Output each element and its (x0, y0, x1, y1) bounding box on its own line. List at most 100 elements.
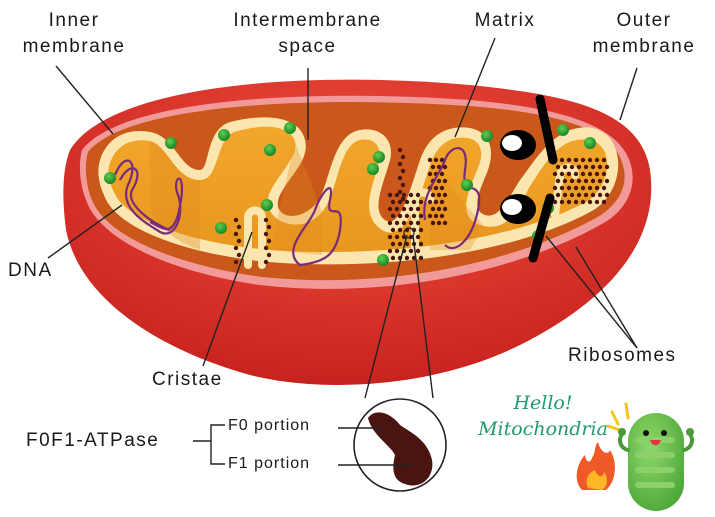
atp-particle (552, 199, 558, 205)
atp-particle (436, 220, 442, 226)
atp-particle (442, 178, 448, 184)
atp-particle (415, 192, 421, 198)
atp-particle (580, 199, 586, 205)
fire-icon (576, 442, 615, 490)
atp-particle (415, 206, 421, 212)
atp-particle (597, 178, 603, 184)
mitochondria-mascot (576, 402, 694, 511)
atp-particle (415, 220, 421, 226)
atp-particle (604, 164, 610, 170)
atp-particle (263, 231, 269, 237)
atp-particle (569, 192, 575, 198)
atp-particle (583, 164, 589, 170)
atp-particle (404, 241, 410, 247)
atp-particle (427, 157, 433, 163)
atp-particle (394, 220, 400, 226)
inner-membrane (98, 117, 619, 265)
granule (373, 151, 385, 163)
atp-particle (594, 199, 600, 205)
granule (261, 199, 273, 211)
atpase-origin-marker (403, 227, 415, 239)
atp-particle (601, 171, 607, 177)
atp-particle (559, 185, 565, 191)
atp-particle (427, 199, 433, 205)
atp-particle (415, 248, 421, 254)
label-inner-membrane-line1: Inner (48, 10, 100, 31)
atp-particle (404, 199, 410, 205)
atp-particle (404, 213, 410, 219)
atp-particle (427, 213, 433, 219)
label-inner-membrane: Inner membrane (4, 8, 144, 60)
atp-particle (594, 185, 600, 191)
atp-particle (263, 217, 269, 223)
atp-particle (263, 259, 269, 265)
atp-particle (430, 206, 436, 212)
atp-particle (397, 161, 403, 167)
atp-particle (433, 185, 439, 191)
atp-particle (555, 178, 561, 184)
atp-particle (427, 171, 433, 177)
atp-particle (594, 171, 600, 177)
atp-particle (587, 199, 593, 205)
atp-particle (387, 220, 393, 226)
atp-particle (569, 178, 575, 184)
granule (264, 144, 276, 156)
atp-particle (442, 164, 448, 170)
label-outer-membrane-line1: Outer (616, 10, 672, 31)
atp-particle (387, 234, 393, 240)
atp-particle (436, 192, 442, 198)
atp-particle (390, 255, 396, 261)
label-inner-membrane-line2: membrane (22, 36, 126, 57)
atp-particle (236, 252, 242, 258)
label-ribosomes: Ribosomes (568, 345, 677, 366)
atp-particle (439, 171, 445, 177)
atp-particle (233, 231, 239, 237)
atp-particle (266, 224, 272, 230)
atp-particle (401, 192, 407, 198)
atp-particle (442, 192, 448, 198)
atp-particle (573, 185, 579, 191)
label-intermembrane-space: Intermembrane space (205, 8, 410, 60)
atp-particle (562, 178, 568, 184)
atp-particle (601, 157, 607, 163)
atp-particle (397, 241, 403, 247)
label-dna: DNA (8, 260, 53, 281)
atp-particle (390, 213, 396, 219)
atp-particle (400, 182, 406, 188)
atp-particle (442, 206, 448, 212)
atp-particle (390, 241, 396, 247)
atp-particle (555, 164, 561, 170)
atp-particle (566, 171, 572, 177)
atp-particle (418, 241, 424, 247)
atp-particle (415, 234, 421, 240)
atp-particle (397, 227, 403, 233)
atp-particle (601, 199, 607, 205)
atp-synthase-particles (233, 147, 610, 265)
atp-particle (263, 245, 269, 251)
atp-particle (573, 199, 579, 205)
atp-particle (580, 171, 586, 177)
atp-particle (404, 255, 410, 261)
atp-particle (433, 157, 439, 163)
granule (481, 130, 493, 142)
atp-particle (408, 206, 414, 212)
atp-particle (576, 178, 582, 184)
atp-particle (397, 147, 403, 153)
atp-particle (397, 213, 403, 219)
atp-particle (587, 157, 593, 163)
ribosome-bottom (500, 193, 555, 263)
atp-particle (439, 213, 445, 219)
mascot-greeting: Hello! Mitochondria (468, 390, 618, 442)
label-outer-membrane-line2: membrane (592, 36, 696, 57)
atp-particle (601, 185, 607, 191)
atp-particle (401, 220, 407, 226)
atp-particle (566, 199, 572, 205)
atp-particle (408, 248, 414, 254)
atp-particle (594, 157, 600, 163)
atp-particle (408, 220, 414, 226)
atp-particle (552, 185, 558, 191)
atp-particle (411, 213, 417, 219)
label-f0-portion: F0 portion (228, 417, 311, 434)
atp-particle (233, 217, 239, 223)
